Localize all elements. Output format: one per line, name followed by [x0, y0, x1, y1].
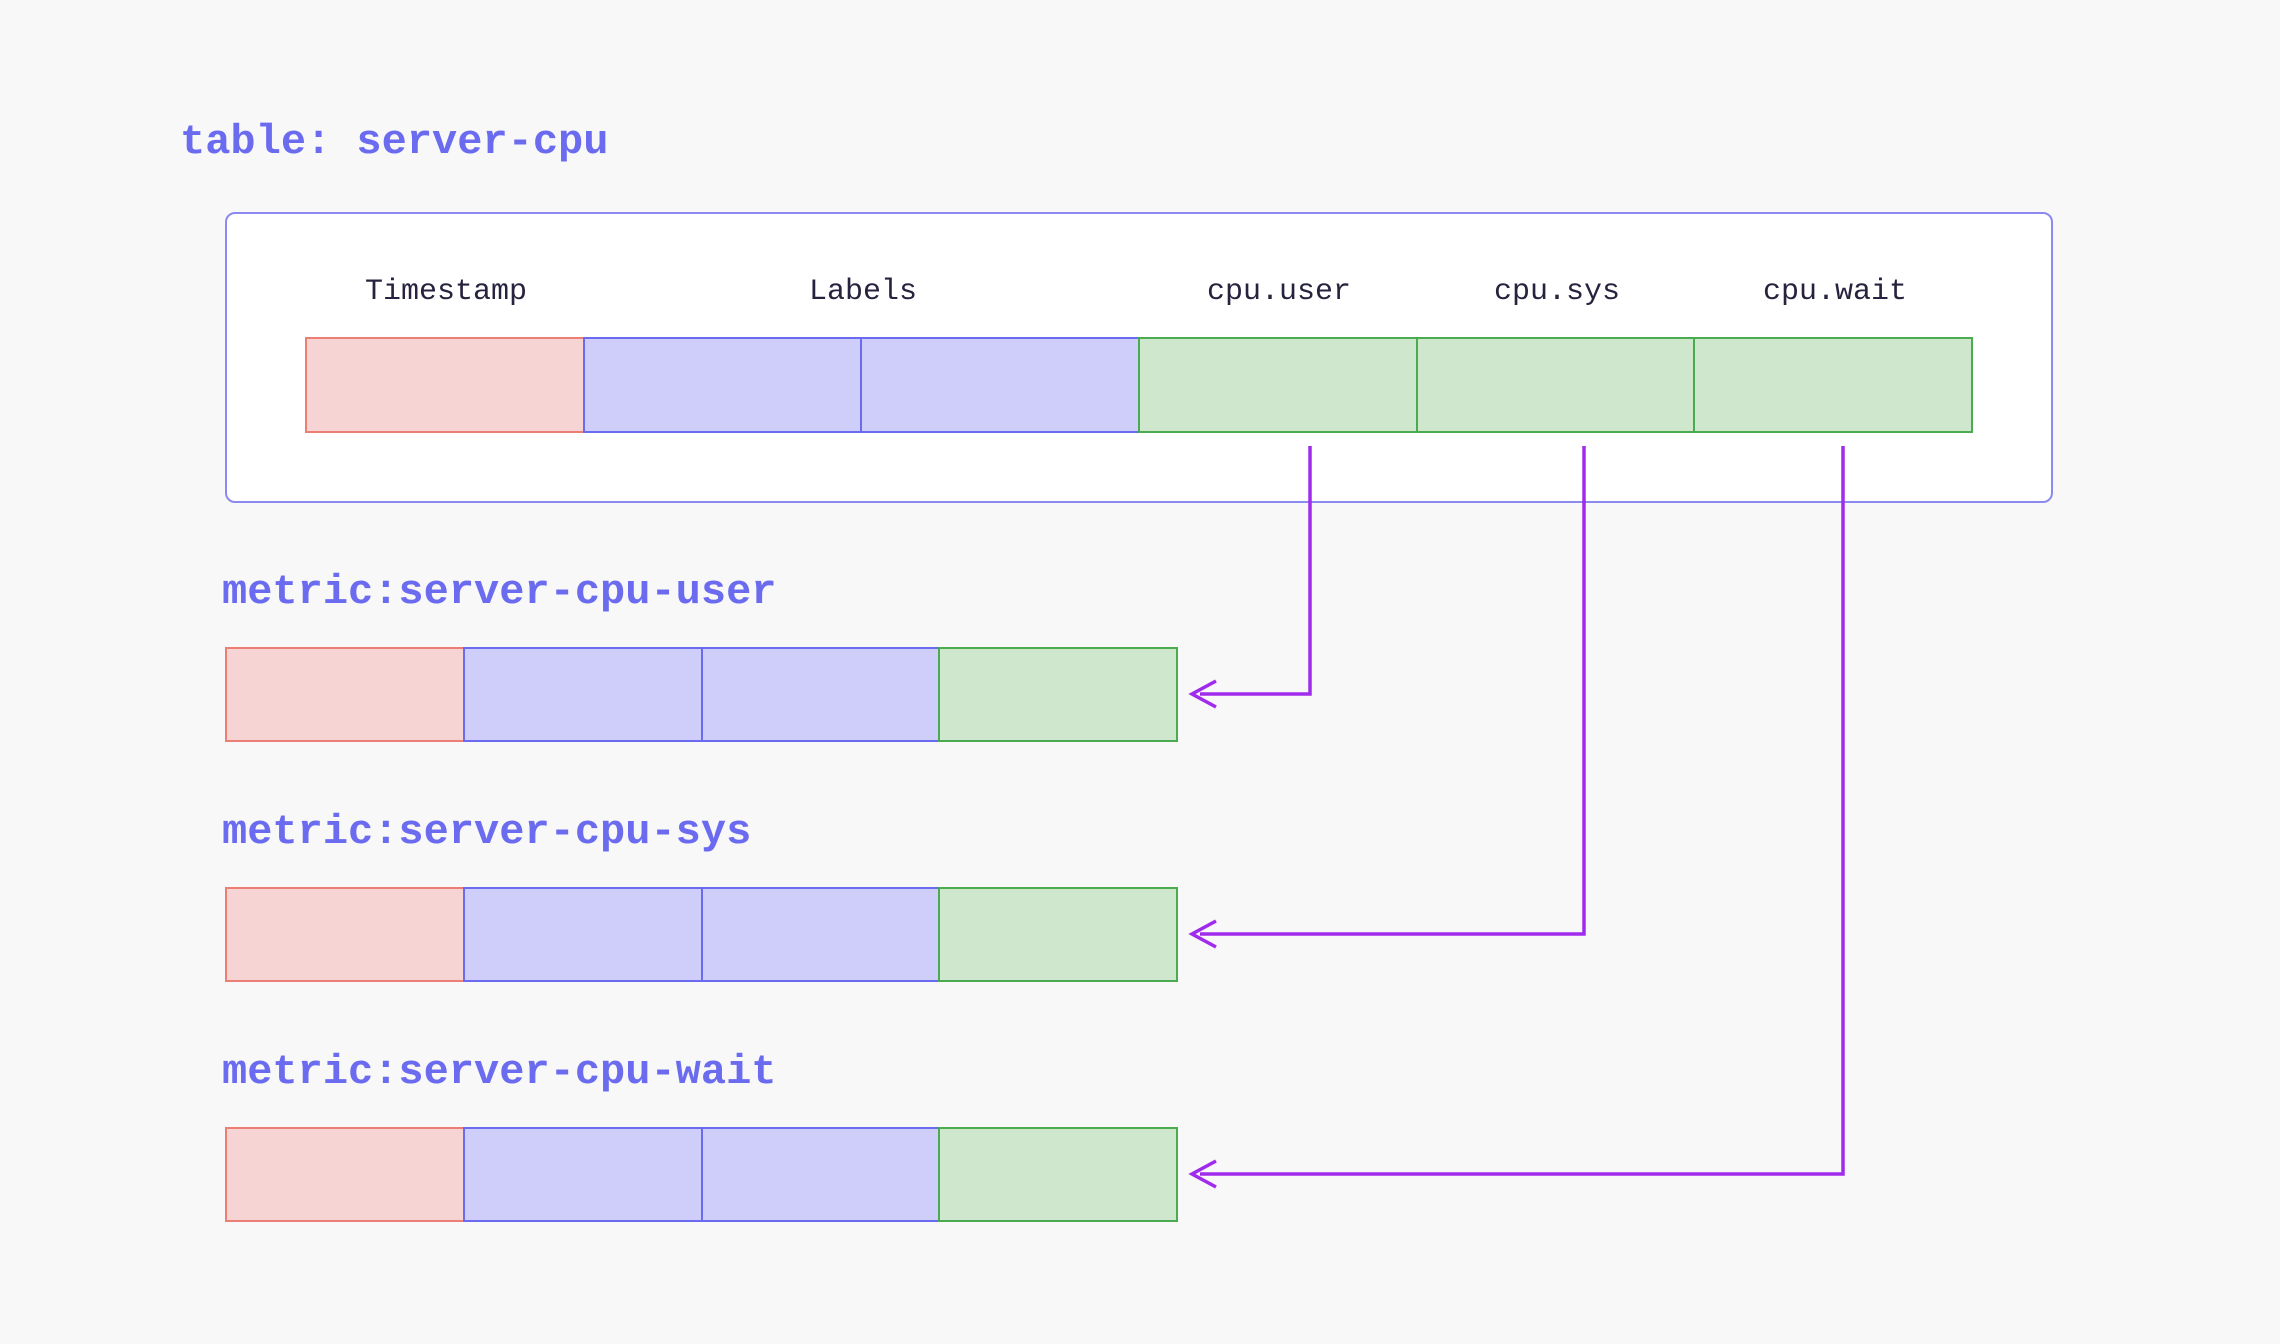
cell-timestamp — [225, 647, 465, 742]
arrow-cpu-sys-to-metric — [1188, 446, 1586, 949]
metric-title-server-cpu-wait: metric:server-cpu-wait — [222, 1048, 777, 1096]
cell-label — [700, 887, 941, 982]
cell-timestamp — [225, 1127, 465, 1222]
cell-field — [1693, 337, 1974, 433]
cell-label — [700, 1127, 941, 1222]
cell-label — [582, 337, 863, 433]
cell-timestamp — [225, 887, 465, 982]
table-box: Timestamp Labels cpu.user cpu.sys cpu.wa… — [225, 212, 2053, 503]
cell-field — [1415, 337, 1696, 433]
cell-label — [700, 647, 941, 742]
column-header-cpu-wait: cpu.wait — [1762, 275, 1908, 309]
arrowhead-left-icon — [1188, 919, 1217, 949]
cell-field — [938, 1127, 1178, 1222]
column-header-timestamp: Timestamp — [364, 275, 528, 309]
metric-row-server-cpu-sys — [225, 887, 1178, 982]
arrow-cpu-wait-to-metric — [1188, 446, 1845, 1189]
cell-field — [938, 647, 1178, 742]
cell-label — [860, 337, 1141, 433]
metric-title-server-cpu-user: metric:server-cpu-user — [222, 568, 777, 616]
column-header-cpu-sys: cpu.sys — [1493, 275, 1621, 309]
metric-title-server-cpu-sys: metric:server-cpu-sys — [222, 808, 752, 856]
cell-field — [1138, 337, 1418, 433]
metric-row-server-cpu-wait — [225, 1127, 1178, 1222]
table-row-cells — [305, 337, 1974, 433]
arrowhead-left-icon — [1188, 679, 1217, 709]
column-header-labels: Labels — [808, 275, 918, 309]
arrowhead-left-icon — [1188, 1159, 1217, 1189]
table-title: table: server-cpu — [180, 118, 609, 166]
cell-field — [938, 887, 1178, 982]
column-header-cpu-user: cpu.user — [1206, 275, 1352, 309]
cell-label — [462, 647, 703, 742]
cell-timestamp — [305, 337, 585, 433]
cell-label — [462, 1127, 703, 1222]
metric-row-server-cpu-user — [225, 647, 1178, 742]
cell-label — [462, 887, 703, 982]
